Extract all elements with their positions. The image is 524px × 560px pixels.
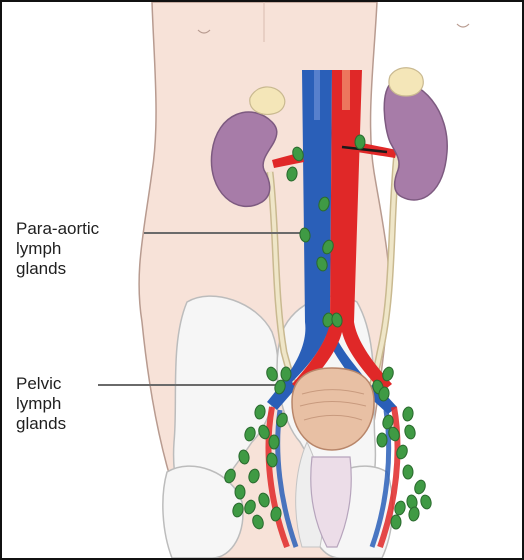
chest-mark-right	[457, 24, 469, 27]
lymph-node-icon	[377, 433, 387, 447]
lymph-node-icon	[269, 435, 279, 449]
lymph-node-icon	[403, 424, 416, 440]
lymph-node-icon	[355, 135, 365, 149]
lymph-node-icon	[403, 465, 413, 479]
para-aortic-label: Para-aortic lymph glands	[16, 219, 99, 279]
adrenal-left	[250, 87, 285, 114]
pelvic-label: Pelvic lymph glands	[16, 374, 66, 434]
lymph-node-icon	[408, 506, 420, 522]
lymph-node-icon	[281, 367, 291, 381]
lymph-node-icon	[235, 485, 245, 499]
lymph-node-icon	[413, 479, 427, 496]
adrenal-right	[389, 68, 423, 96]
lymph-node-icon	[419, 494, 432, 510]
lymph-node-icon	[402, 406, 414, 422]
lymph-node-icon	[393, 500, 406, 516]
bladder-icon	[292, 368, 374, 450]
lymph-node-icon	[391, 515, 401, 529]
